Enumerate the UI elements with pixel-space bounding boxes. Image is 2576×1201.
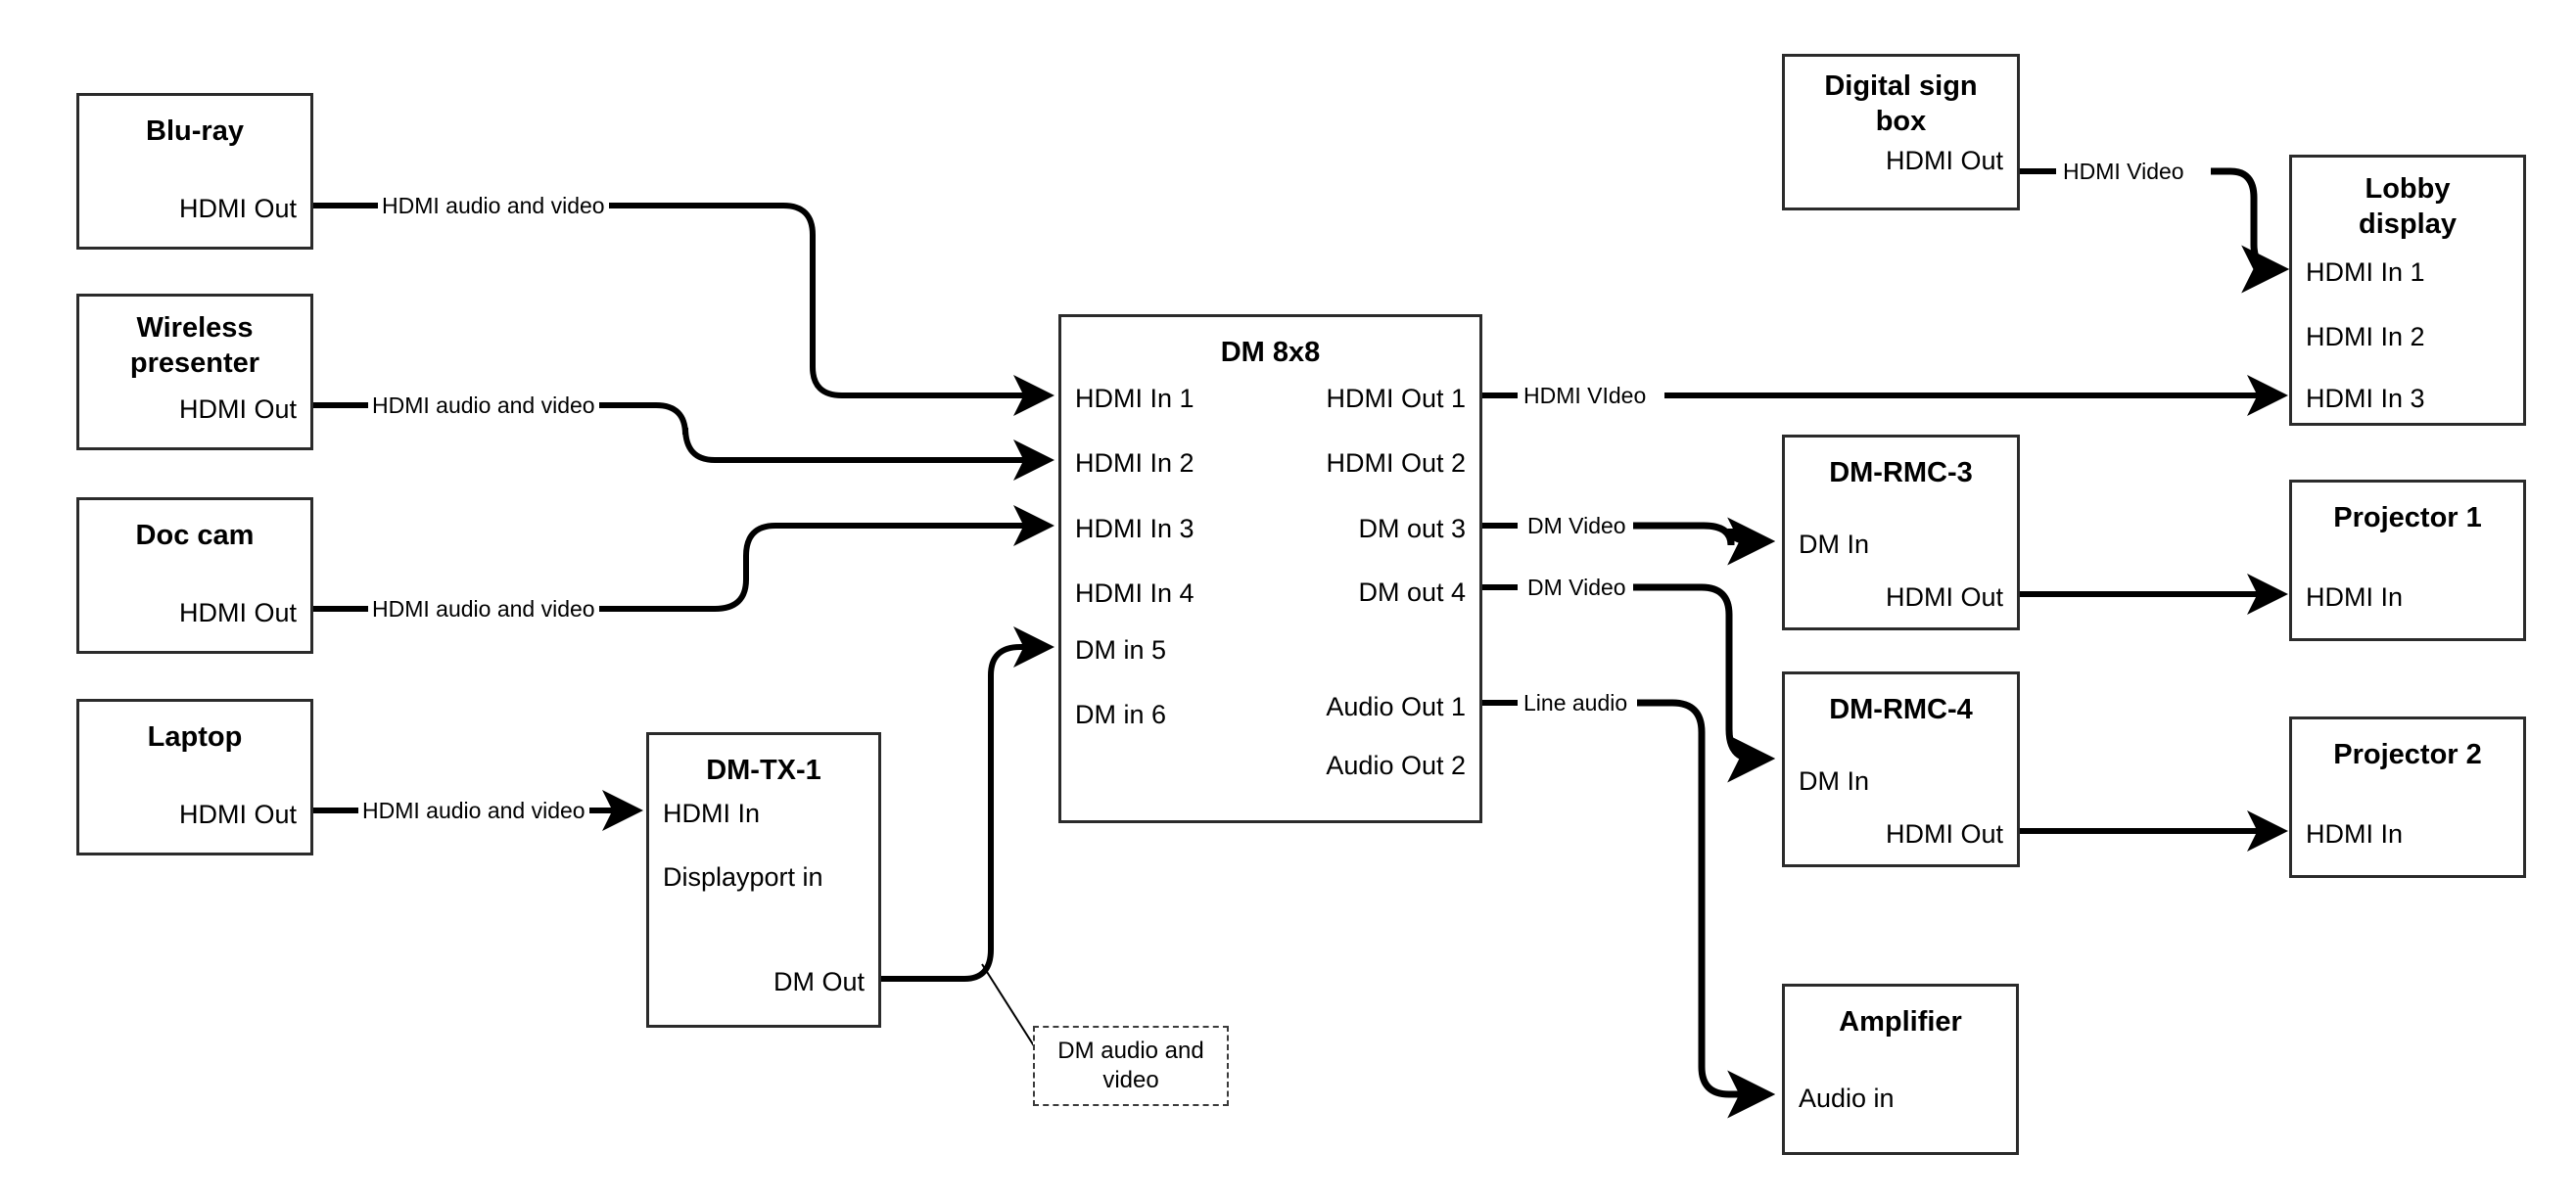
node-title-lobby-display-line1: Lobby — [2365, 173, 2451, 205]
edge-label-sign-to-lobby: HDMI Video — [2059, 158, 2188, 185]
port-dm-8x8-hdmi-in-1[interactable]: HDMI In 1 — [1075, 384, 1194, 413]
node-digital-sign-box[interactable]: Digital sign box HDMI Out — [1782, 54, 2020, 210]
node-title-lobby-display-line2: display — [2359, 208, 2457, 240]
wire-dm8x8-out3-to-rmc3 — [1633, 517, 1776, 566]
port-dm-8x8-dm-out-4[interactable]: DM out 4 — [1358, 577, 1466, 607]
edge-label-wireless-to-dm8x8: HDMI audio and video — [368, 392, 599, 419]
node-title-wireless-presenter-line2: presenter — [129, 347, 260, 379]
port-dm-rmc-3-hdmi-out[interactable]: HDMI Out — [1885, 582, 2003, 612]
wire-dm8x8-out4-to-rmc4 — [1633, 583, 1776, 783]
port-dm-8x8-hdmi-out-2[interactable]: HDMI Out 2 — [1326, 448, 1466, 478]
port-dm-rmc-4-hdmi-out[interactable]: HDMI Out — [1885, 819, 2003, 849]
node-title-blu-ray: Blu-ray — [146, 115, 244, 147]
annotation-dm-audio-and-video: DM audio and video — [1033, 1026, 1229, 1106]
node-projector-2[interactable]: Projector 2 HDMI In — [2289, 716, 2526, 878]
node-title-projector-2: Projector 2 — [2333, 739, 2482, 770]
wire-wireless-to-dm8x8 — [313, 402, 1054, 481]
node-title-dm-8x8: DM 8x8 — [1220, 337, 1321, 368]
port-dm-8x8-dm-in-6[interactable]: DM in 6 — [1075, 700, 1167, 729]
port-lobby-display-hdmi-in-2[interactable]: HDMI In 2 — [2306, 322, 2425, 351]
port-blu-ray-hdmi-out[interactable]: HDMI Out — [178, 194, 297, 223]
node-title-dm-rmc-3: DM-RMC-3 — [1829, 457, 1973, 488]
port-laptop-hdmi-out[interactable]: HDMI Out — [178, 800, 297, 829]
node-laptop[interactable]: Laptop HDMI Out — [76, 699, 313, 855]
port-dm-rmc-3-dm-in[interactable]: DM In — [1799, 530, 1870, 559]
port-dm-8x8-audio-out-2[interactable]: Audio Out 2 — [1326, 751, 1466, 780]
node-title-doc-cam: Doc cam — [135, 520, 255, 551]
node-title-projector-1: Projector 1 — [2333, 502, 2482, 533]
node-dm-rmc-4[interactable]: DM-RMC-4 DM In HDMI Out — [1782, 671, 2020, 867]
wire-sign-to-lobby-b — [2211, 167, 2290, 294]
node-wireless-presenter[interactable]: Wireless presenter HDMI Out — [76, 294, 313, 450]
port-lobby-display-hdmi-in-1[interactable]: HDMI In 1 — [2306, 257, 2425, 287]
node-amplifier[interactable]: Amplifier Audio in — [1782, 984, 2019, 1155]
port-doc-cam-hdmi-out[interactable]: HDMI Out — [178, 598, 297, 627]
wire-doccam-to-dm8x8 — [313, 505, 1054, 612]
port-dm-tx-1-hdmi-in[interactable]: HDMI In — [663, 799, 761, 828]
edge-label-dm8x8-audio1-to-amp: Line audio — [1520, 689, 1632, 716]
node-title-dm-rmc-4: DM-RMC-4 — [1829, 694, 1973, 725]
node-title-digital-sign-box-line2: box — [1875, 106, 1927, 137]
edge-label-dm8x8-out1-to-lobby: HDMI VIdeo — [1520, 382, 1651, 409]
port-dm-8x8-hdmi-in-2[interactable]: HDMI In 2 — [1075, 448, 1194, 478]
port-dm-tx-1-displayport-in[interactable]: Displayport in — [663, 862, 823, 892]
edge-label-dm8x8-out4-to-rmc4: DM Video — [1523, 574, 1630, 601]
port-dm-rmc-4-dm-in[interactable]: DM In — [1799, 766, 1870, 796]
node-dm-8x8[interactable]: DM 8x8 HDMI In 1 HDMI In 2 HDMI In 3 HDM… — [1058, 314, 1482, 823]
node-projector-1[interactable]: Projector 1 HDMI In — [2289, 480, 2526, 641]
edge-label-dm8x8-out3-to-rmc3: DM Video — [1523, 512, 1630, 539]
port-wireless-presenter-hdmi-out[interactable]: HDMI Out — [178, 394, 297, 424]
annotation-leader-line — [981, 963, 1041, 1056]
node-doc-cam[interactable]: Doc cam HDMI Out — [76, 497, 313, 654]
port-dm-8x8-hdmi-in-3[interactable]: HDMI In 3 — [1075, 514, 1194, 543]
port-dm-tx-1-dm-out[interactable]: DM Out — [773, 967, 865, 996]
node-dm-tx-1[interactable]: DM-TX-1 HDMI In Displayport in DM Out — [646, 732, 881, 1028]
wire-dm8x8-audio1-to-amp — [1637, 699, 1776, 1119]
wire-bluray-to-dm8x8 — [313, 203, 1054, 416]
edge-label-bluray-to-dm8x8: HDMI audio and video — [378, 192, 609, 219]
port-dm-8x8-audio-out-1[interactable]: Audio Out 1 — [1326, 692, 1466, 721]
edge-label-doccam-to-dm8x8: HDMI audio and video — [368, 595, 599, 623]
port-projector-1-hdmi-in[interactable]: HDMI In — [2306, 582, 2404, 612]
port-dm-8x8-hdmi-out-1[interactable]: HDMI Out 1 — [1326, 384, 1466, 413]
node-title-digital-sign-box-line1: Digital sign — [1824, 70, 1978, 102]
node-title-amplifier: Amplifier — [1839, 1006, 1962, 1038]
port-lobby-display-hdmi-in-3[interactable]: HDMI In 3 — [2306, 384, 2425, 413]
node-title-wireless-presenter-line1: Wireless — [136, 312, 254, 344]
port-dm-8x8-dm-out-3[interactable]: DM out 3 — [1358, 514, 1466, 543]
port-dm-8x8-hdmi-in-4[interactable]: HDMI In 4 — [1075, 578, 1194, 608]
node-title-laptop: Laptop — [147, 721, 243, 753]
port-amplifier-audio-in[interactable]: Audio in — [1799, 1084, 1895, 1113]
node-lobby-display[interactable]: Lobby display HDMI In 1 HDMI In 2 HDMI I… — [2289, 155, 2526, 426]
edge-label-laptop-to-dmtx1: HDMI audio and video — [358, 797, 589, 824]
port-dm-8x8-dm-in-5[interactable]: DM in 5 — [1075, 635, 1167, 665]
node-title-dm-tx-1: DM-TX-1 — [706, 755, 821, 786]
node-blu-ray[interactable]: Blu-ray HDMI Out — [76, 93, 313, 250]
node-dm-rmc-3[interactable]: DM-RMC-3 DM In HDMI Out — [1782, 435, 2020, 630]
port-projector-2-hdmi-in[interactable]: HDMI In — [2306, 819, 2404, 849]
port-digital-sign-box-hdmi-out[interactable]: HDMI Out — [1885, 146, 2003, 175]
wire-dmtx1-to-dm8x8 — [881, 626, 1054, 982]
